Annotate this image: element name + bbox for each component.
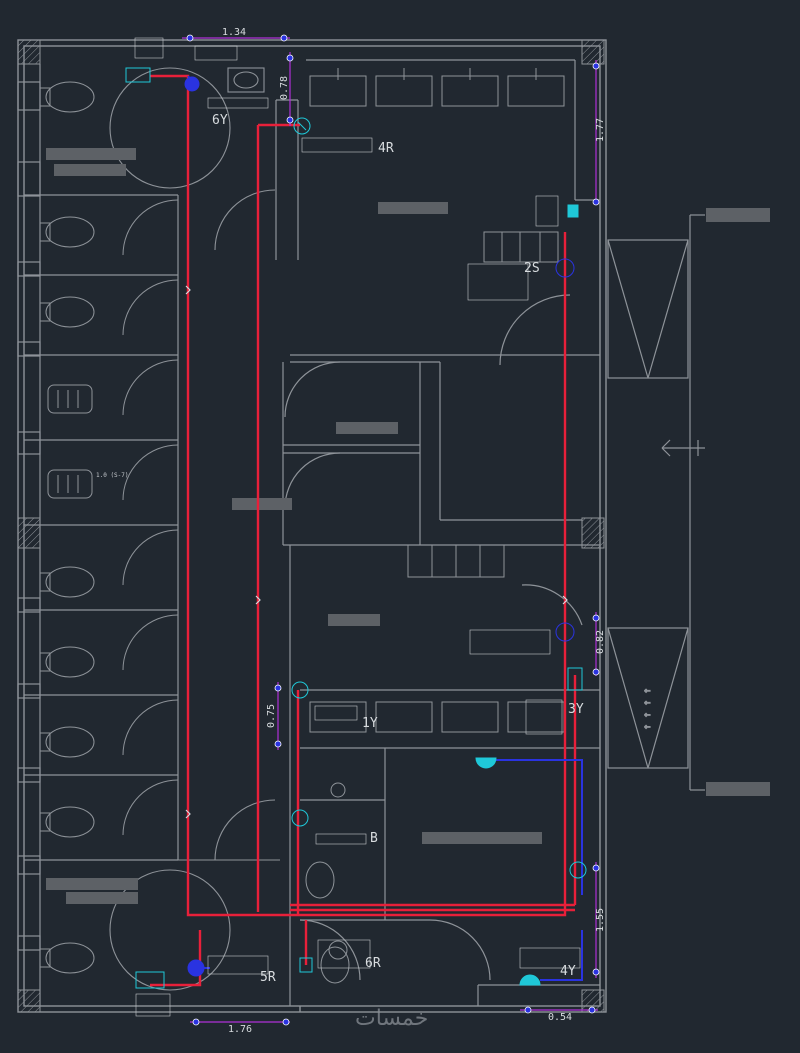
dimension-lines (182, 37, 598, 1023)
wall-stubs (17, 81, 41, 951)
lavatory-basins-mid (407, 544, 505, 578)
dim-mid-left-height: 0.75 (266, 704, 277, 728)
stall-partitions (24, 64, 179, 1006)
accessible-wc-top (40, 67, 276, 251)
room-name-tags (46, 148, 770, 904)
corner-columns (17, 39, 605, 1013)
lavatory-basins-bottom (309, 701, 565, 733)
dimension-values: 1.34 1.76 0.54 1.77 0.78 0.75 0.82 1.55 (222, 27, 606, 1035)
tag-3y: 3Y (568, 702, 584, 717)
dim-top-right-height: 1.77 (595, 118, 606, 142)
pipe-annotation-blocks (134, 37, 581, 1017)
outer-walls (17, 39, 607, 1013)
tag-1y: 1Y (362, 716, 378, 731)
lavatory-basins-top (309, 68, 565, 107)
mop-sink (483, 231, 559, 263)
small-fixtures (305, 782, 350, 984)
tag-2s: 2S (524, 261, 540, 276)
dim-bottom-right-width: 0.54 (548, 1012, 572, 1023)
tag-b: B (370, 831, 378, 846)
fixture-tags: 6Y 4R 2S 3Y 1Y B 5R 6R 4Y (212, 113, 584, 985)
dim-bottom-width: 1.76 (228, 1024, 252, 1035)
accessible-wc-bottom (109, 799, 280, 991)
tag-6y: 6Y (212, 113, 228, 128)
tag-4r: 4R (378, 141, 394, 156)
hot-water-pipes (150, 74, 577, 987)
svg-text:↑ ↑ ↑ ↑: ↑ ↑ ↑ ↑ (642, 688, 653, 730)
tag-5r: 5R (260, 970, 276, 985)
flow-arrows (185, 285, 568, 819)
dimension-ticks (186, 34, 600, 1026)
stall-doors (122, 199, 179, 836)
interior-walls (275, 59, 600, 1006)
dim-top-width: 1.34 (222, 27, 246, 38)
tag-4y: 4Y (560, 964, 576, 979)
right-shafts: ↑ ↑ ↑ ↑ (607, 214, 705, 791)
valve-markers (125, 67, 587, 989)
tag-6r: 6R (365, 956, 381, 971)
dim-top-left-height: 0.78 (279, 76, 290, 100)
stall-note: 1.0 (S-7) (96, 472, 129, 479)
dim-right-short: 0.82 (595, 630, 606, 654)
wc-fixtures (39, 81, 95, 974)
dim-right-long: 1.55 (595, 908, 606, 932)
watermark-logo: خمسات (355, 1006, 429, 1031)
